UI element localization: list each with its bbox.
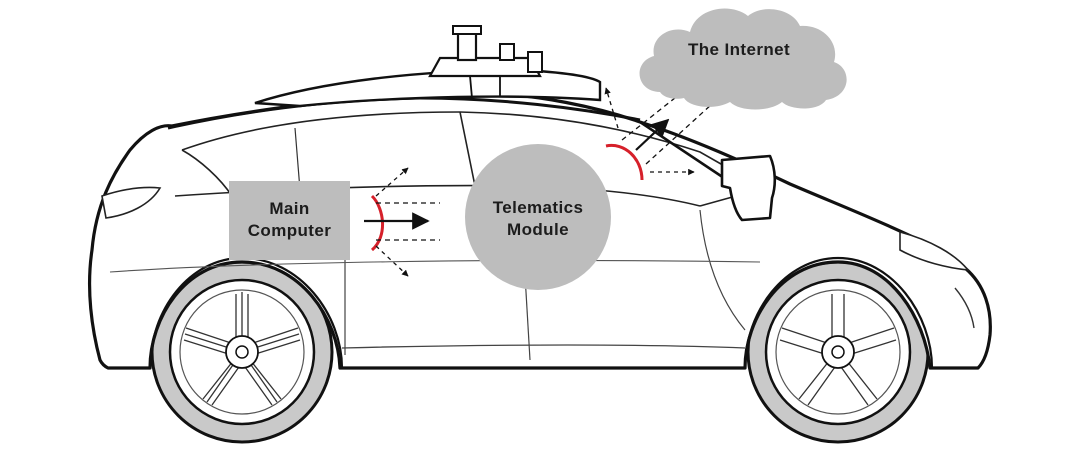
telematics-module-circle [465, 144, 611, 290]
front-wheel [746, 260, 930, 444]
side-mirror [720, 154, 777, 222]
telematics-to-internet-arrow [635, 118, 670, 151]
main-computer-node: Main Computer [229, 181, 350, 260]
main-computer-box [229, 181, 350, 260]
telematics-module-label-line2: Module [507, 220, 569, 239]
telematics-module-node: Telematics Module [465, 144, 611, 290]
main-computer-label-line1: Main [269, 199, 309, 218]
telematics-module-label-line1: Telematics [493, 198, 584, 217]
main-computer-label-line2: Computer [248, 221, 331, 240]
rear-wheel [150, 260, 334, 444]
internet-cloud: The Internet [639, 8, 847, 110]
internet-label: The Internet [688, 40, 790, 59]
main-computer-signal-arc [370, 194, 385, 252]
internet-cloud-shape [639, 8, 847, 110]
roof-sensor-rack [254, 25, 602, 108]
main-computer-signal [364, 167, 440, 277]
telematics-signal-arc [605, 143, 644, 181]
